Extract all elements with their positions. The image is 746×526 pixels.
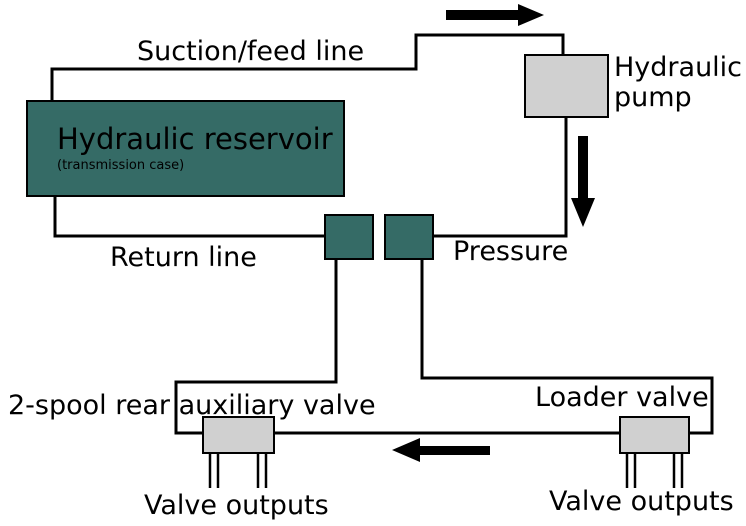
arrow-left-icon [392,438,490,462]
pump-label-line2: pump [614,82,692,113]
pressure-line [433,117,568,238]
valve-block-left [324,214,374,260]
loader-valve [619,416,690,454]
loader-valve-feed-line [420,259,714,435]
return-line [53,196,325,238]
arrow-down-icon [571,136,595,227]
hydraulic-reservoir [26,100,345,197]
rear-auxiliary-valve [202,416,275,454]
arrow-right-icon [446,4,544,26]
pump-label-line1: Hydraulic [614,52,742,83]
rear-valve-label: 2-spool rear auxiliary valve [8,390,376,421]
hydraulic-pump [524,54,609,118]
loader-valve-outputs [625,453,684,488]
reservoir-sublabel: (transmission case) [57,158,184,173]
valve-block-right [384,214,434,260]
loader-valve-label: Loader valve [535,382,709,413]
return-line-label: Return line [110,242,257,273]
rear-valve-feed-line [174,259,338,435]
valve-outputs-left-label: Valve outputs [144,490,329,521]
suction-feed-line [50,33,565,101]
pressure-label: Pressure [453,236,568,267]
reservoir-label: Hydraulic reservoir [57,122,333,156]
valve-outputs-right-label: Valve outputs [549,486,734,517]
suction-line-label: Suction/feed line [137,36,364,67]
rear-valve-outputs [208,453,268,488]
